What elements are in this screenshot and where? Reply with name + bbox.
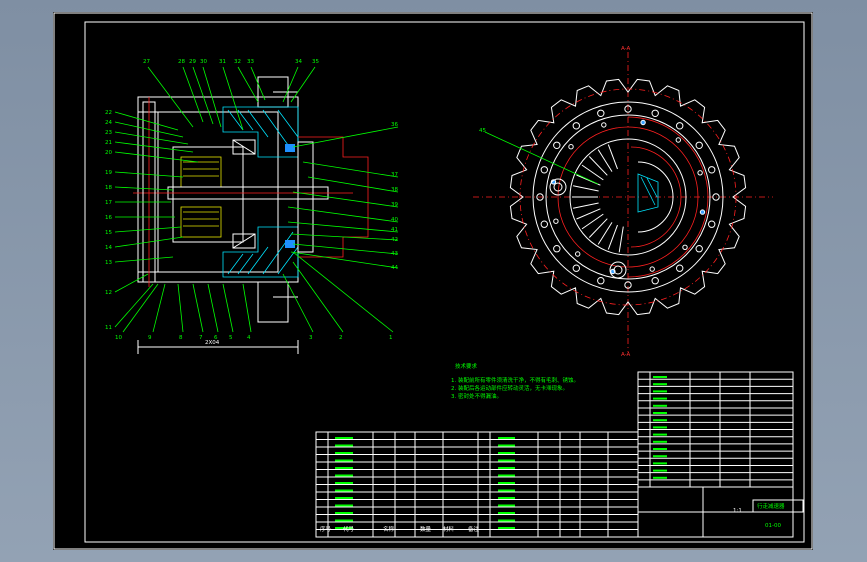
callout: 11	[105, 325, 112, 331]
callout: 18	[105, 185, 112, 191]
col-header: 备注	[468, 525, 480, 533]
callout: 13	[105, 260, 112, 266]
callout: 27	[143, 59, 150, 65]
callout: 29	[189, 59, 196, 65]
callout: 43	[391, 251, 398, 257]
left-callout-labels: 22 24 23 21 20 19 18 17 16 15 14 13 12 1…	[105, 110, 112, 331]
col-header: 数量	[420, 525, 432, 533]
callout: 6	[214, 335, 218, 341]
callout: 14	[105, 245, 112, 251]
callout: 21	[105, 140, 112, 146]
callout: 17	[105, 200, 112, 206]
drawing-canvas: 2X04	[53, 12, 813, 550]
col-header: 材料	[443, 525, 455, 533]
section-view: 2X04	[114, 66, 399, 354]
col-header: 序号	[320, 525, 332, 533]
callout: 1	[389, 335, 393, 341]
callout: 37	[391, 172, 398, 178]
callout: 4	[247, 335, 251, 341]
note-line: 1. 装配前所有零件须清洗干净，不得有毛刺、锈蚀。	[451, 376, 579, 384]
callout: 33	[247, 59, 254, 65]
callout: 7	[199, 335, 203, 341]
callout: 2	[339, 335, 343, 341]
callout: 22	[105, 110, 112, 116]
callout: 44	[391, 265, 398, 271]
dimension-text: 2X04	[205, 340, 220, 346]
callout: 12	[105, 290, 112, 296]
callout: 31	[219, 59, 226, 65]
callout: 39	[391, 202, 398, 208]
callout: 32	[234, 59, 241, 65]
col-header: 代号	[343, 525, 355, 533]
callout: 20	[105, 150, 112, 156]
callout: 40	[391, 217, 398, 223]
outer-frame	[53, 12, 813, 550]
section-marker-top: A-A	[621, 46, 631, 52]
technical-notes: 技术要求 1. 装配前所有零件须清洗干净，不得有毛刺、锈蚀。 2. 装配后各运动…	[451, 362, 579, 400]
callout: 38	[391, 187, 398, 193]
notes-title: 技术要求	[455, 362, 478, 370]
callout: 24	[105, 120, 112, 126]
callout: 23	[105, 130, 112, 136]
callout: 36	[391, 122, 398, 128]
callout: 3	[309, 335, 313, 341]
sprocket-view: A-A A-A 45	[473, 46, 773, 358]
drawing-title: 行走减速器	[757, 502, 785, 510]
bottom-callout-labels: 10 9 8 7 6 5 4 3 2 1	[115, 335, 393, 341]
callout: 19	[105, 170, 112, 176]
callout: 30	[200, 59, 207, 65]
top-callout-labels: 27 28 29 30 31 32 33 34 35	[143, 59, 319, 65]
col-header: 名称	[383, 525, 395, 533]
note-line: 2. 装配后各运动部件应转动灵活，无卡滞现象。	[451, 384, 568, 392]
scale-value: 1:1	[733, 508, 742, 514]
callout: 15	[105, 230, 112, 236]
callout: 42	[391, 237, 398, 243]
callout: 10	[115, 335, 122, 341]
parts-list-tables	[315, 371, 794, 538]
note-line: 3. 密封处不得漏油。	[451, 392, 502, 400]
drawing-number: 01-00	[765, 523, 781, 529]
callout: 28	[178, 59, 185, 65]
section-marker-bottom: A-A	[621, 352, 631, 358]
callout: 41	[391, 227, 398, 233]
callout: 34	[295, 59, 302, 65]
title-block: 行走减速器 01-00 1:1 序号 代号 名称 数量 材料 备注	[320, 499, 804, 533]
callout: 45	[479, 128, 486, 134]
callout: 5	[229, 335, 233, 341]
right-callout-labels: 36 37 38 39 40 41 42 43 44	[391, 122, 398, 271]
callout: 9	[148, 335, 152, 341]
callout: 8	[179, 335, 183, 341]
drawing-sheet: 2X04	[53, 12, 813, 550]
callout: 16	[105, 215, 112, 221]
inner-frame	[84, 21, 805, 543]
callout: 35	[312, 59, 319, 65]
